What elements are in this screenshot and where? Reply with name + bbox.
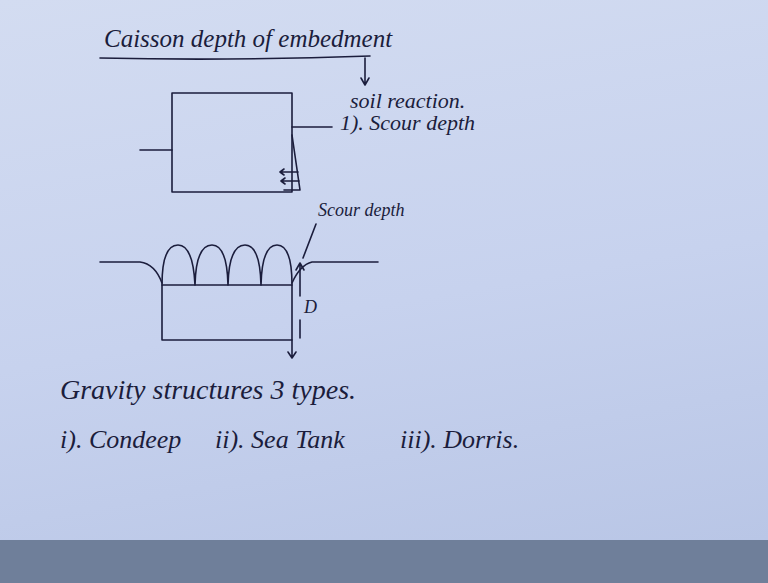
depth-arrow [296,263,304,338]
ground-line [140,149,172,151]
reaction-arrows [280,169,299,184]
slide-title: Caisson depth of embedment [104,24,392,54]
dimension-label: D [304,297,317,319]
heading-note: Gravity structures 3 types. [60,373,356,407]
leader-line [303,224,316,258]
gravity-base [162,285,292,340]
seabed-scour [292,262,378,283]
pointer-arrow [361,58,369,85]
embedment-line [288,340,296,358]
list-item: 1). Scour depth [340,110,475,136]
type-item: ii). Sea Tank [215,424,345,455]
ground-line [292,126,332,128]
seabed-scour [100,262,162,283]
type-item: i). Condeep [60,424,181,455]
leader-label: Scour depth [318,200,404,222]
type-item: iii). Dorris. [400,424,519,455]
title-underline [100,56,370,59]
caisson-block [172,93,292,192]
storage-domes [162,245,292,285]
slide-paper [0,0,768,540]
